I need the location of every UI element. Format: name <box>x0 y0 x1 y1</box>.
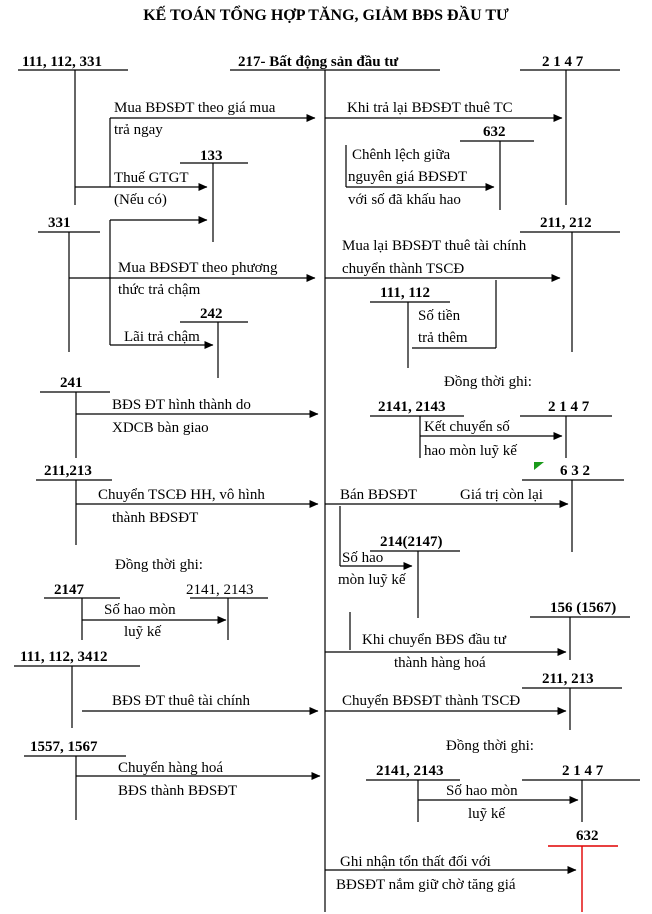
label-xdcb-1: BĐS ĐT hình thành do <box>112 397 251 413</box>
account-211-213-left: 211,213 <box>44 463 92 479</box>
label-dong-thoi-ghi-1: Đồng thời ghi: <box>444 374 532 390</box>
account-111-112-331: 111, 112, 331 <box>22 54 102 70</box>
account-2141-2143-a: 2141, 2143 <box>378 399 446 415</box>
label-chenh-lech-1: Chênh lệch giữa <box>352 147 450 163</box>
account-632-c: 632 <box>576 828 599 844</box>
label-tra-lai-thue-tc: Khi trả lại BĐSĐT thuê TC <box>347 100 513 116</box>
account-632-a: 632 <box>483 124 506 140</box>
label-mua-tra-cham-1: Mua BĐSĐT theo phương <box>118 260 278 276</box>
account-111-112-3412: 111, 112, 3412 <box>20 649 108 665</box>
label-so-hao-mon-c-2: luỹ kế <box>468 806 505 822</box>
label-ton-that-1: Ghi nhận tổn thất đối với <box>340 854 491 870</box>
page-title: KẾ TOÁN TỔNG HỢP TĂNG, GIẢM BĐS ĐẦU TƯ <box>143 4 509 24</box>
account-211-213-right: 211, 213 <box>542 671 594 687</box>
label-mua-tra-ngay-1: Mua BĐSĐT theo giá mua <box>114 100 276 116</box>
label-chuyen-tscd-right: Chuyển BĐSĐT thành TSCĐ <box>342 693 520 709</box>
label-ket-chuyen-2: hao mòn luỹ kế <box>424 443 517 459</box>
account-111-112-right: 111, 112 <box>380 285 430 301</box>
label-hang-hoa-1: Khi chuyển BĐS đầu tư <box>362 632 507 648</box>
label-chenh-lech-3: với số đã khấu hao <box>348 192 461 208</box>
label-ton-that-2: BĐSĐT nắm giữ chờ tăng giá <box>336 877 516 893</box>
label-mua-tra-ngay-2: trả ngay <box>114 122 163 138</box>
label-mua-lai-1: Mua lại BĐSĐT thuê tài chính <box>342 238 527 254</box>
account-1557-1567: 1557, 1567 <box>30 739 98 755</box>
label-thue-gtgt-2: (Nếu có) <box>114 192 167 208</box>
label-chuyen-tscd-2: thành BĐSĐT <box>112 510 198 526</box>
label-dong-thoi-ghi-3: Đồng thời ghi: <box>446 738 534 754</box>
account-2147-bottom: 2 1 4 7 <box>562 763 604 779</box>
account-2147-mid: 2 1 4 7 <box>548 399 590 415</box>
label-hang-hoa-2: thành hàng hoá <box>394 655 486 671</box>
account-2147-top: 2 1 4 7 <box>542 54 584 70</box>
account-2147-left: 2147 <box>54 582 85 598</box>
account-214-2147: 214(2147) <box>380 534 443 550</box>
label-so-hao-mon-a-1: Số hao <box>342 550 383 566</box>
account-217-label: 217- Bất động sản đầu tư <box>238 54 399 70</box>
label-thue-tai-chinh: BĐS ĐT thuê tài chính <box>112 693 251 709</box>
account-2141-2143-left: 2141, 2143 <box>186 582 254 598</box>
label-so-tien-1: Số tiền <box>418 308 461 324</box>
label-so-hao-mon-a-2: mòn luỹ kế <box>338 572 406 588</box>
label-gia-tri-con-lai: Giá trị còn lại <box>460 487 543 503</box>
green-marker-icon <box>534 462 544 470</box>
label-hang-hoa-bds-2: BĐS thành BĐSĐT <box>118 783 237 799</box>
account-242: 242 <box>200 306 223 322</box>
account-156-1567: 156 (1567) <box>550 600 616 616</box>
label-chuyen-tscd-1: Chuyển TSCĐ HH, vô hình <box>98 487 265 503</box>
label-ban-bdsdt: Bán BĐSĐT <box>340 487 417 503</box>
label-hang-hoa-bds-1: Chuyển hàng hoá <box>118 760 223 776</box>
label-so-hao-mon-c-1: Số hao mòn <box>446 783 518 799</box>
label-mua-lai-2: chuyển thành TSCĐ <box>342 261 464 277</box>
account-331: 331 <box>48 215 71 231</box>
label-thue-gtgt-1: Thuế GTGT <box>114 170 189 186</box>
label-so-tien-2: trả thêm <box>418 330 468 346</box>
account-2141-2143-b: 2141, 2143 <box>376 763 444 779</box>
account-632-b: 6 3 2 <box>560 463 590 479</box>
account-211-212: 211, 212 <box>540 215 592 231</box>
label-so-hao-mon-left-2: luỹ kế <box>124 624 161 640</box>
label-chenh-lech-2: nguyên giá BĐSĐT <box>348 169 467 185</box>
label-xdcb-2: XDCB bàn giao <box>112 420 209 436</box>
label-mua-tra-cham-2: thức trả chậm <box>118 282 201 298</box>
label-so-hao-mon-left-1: Số hao mòn <box>104 602 176 618</box>
label-ket-chuyen-1: Kết chuyển số <box>424 419 510 435</box>
account-241: 241 <box>60 375 83 391</box>
label-lai-tra-cham: Lãi trả chậm <box>124 329 200 345</box>
account-133: 133 <box>200 148 223 164</box>
label-dong-thoi-ghi-left: Đồng thời ghi: <box>115 557 203 573</box>
